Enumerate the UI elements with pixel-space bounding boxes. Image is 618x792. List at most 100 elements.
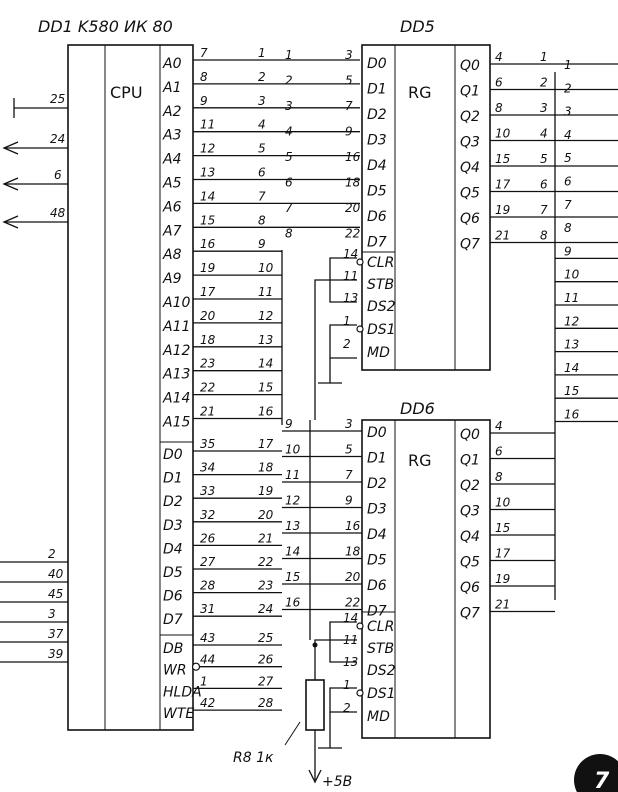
dd5-output-pin-3: 8 <box>495 101 503 115</box>
dd6-control-pin-5: 2 <box>343 701 351 715</box>
right-bus-number-16: 16 <box>564 408 580 422</box>
dd6-input-d6: D6 <box>367 578 387 594</box>
dd5-control-pin-5: 2 <box>343 337 351 351</box>
dd5-input-d0: D0 <box>367 56 387 72</box>
bus-number-23: 23 <box>258 579 273 593</box>
dd6-rg-label: RG <box>408 451 432 470</box>
bus-number-12: 12 <box>258 309 273 323</box>
dd5-input-line-num-5: 5 <box>285 150 293 164</box>
dd6-output-pin-3: 8 <box>495 470 503 484</box>
right-bus-number-14: 14 <box>564 361 579 375</box>
cpu-pin-number-16: 21 <box>200 405 215 419</box>
right-bus-number-8: 8 <box>564 221 572 235</box>
dd5-title: DD5 <box>400 17 435 36</box>
cpu-signal-wte: WTE <box>163 706 194 722</box>
right-bus-number-5: 5 <box>564 151 572 165</box>
pin-48-number: 48 <box>50 206 66 220</box>
cpu-pin-number-18: 34 <box>200 461 215 475</box>
pin-6-arrow-icon <box>2 177 19 191</box>
dd5-output-q3: Q3 <box>460 135 480 151</box>
dd5-output-pin-6: 17 <box>495 178 511 192</box>
pin-6-number: 6 <box>54 168 62 182</box>
dd5-output-pin-4: 10 <box>495 127 511 141</box>
dd5-input-pin-5: 16 <box>345 150 361 164</box>
cpu-signal-d6: D6 <box>163 589 183 605</box>
dd6-input-line-num-3: 11 <box>285 468 300 482</box>
dd6-output-pin-2: 6 <box>495 445 503 459</box>
cpu-signal-a0: A0 <box>162 56 182 72</box>
cpu-left-bottom-pin-1: 2 <box>48 547 56 561</box>
cpu-signal-d1: D1 <box>163 471 183 487</box>
cpu-left-bottom-pin-5: 37 <box>48 627 64 641</box>
cpu-chip: CPU <box>67 44 194 731</box>
right-bus-number-6: 6 <box>564 175 572 189</box>
pin-24-number: 24 <box>50 132 65 146</box>
cpu-outline <box>67 44 194 731</box>
dd5-output-pin-5: 15 <box>495 152 510 166</box>
dd5-clr-inversion-icon <box>356 258 364 266</box>
cpu-signal-a3: A3 <box>162 128 181 144</box>
bus-number-28: 28 <box>258 696 274 710</box>
cpu-pin-number-25: 43 <box>200 631 215 645</box>
dd5-output-q6: Q6 <box>460 211 480 227</box>
dd5-output-line-num-8: 8 <box>540 229 548 243</box>
dd6-output-q7: Q7 <box>460 606 480 622</box>
cpu-signal-db: DB <box>163 641 183 657</box>
pin-24-arrow-icon <box>2 141 19 155</box>
right-bus-number-15: 15 <box>564 384 579 398</box>
dd5-output-pin-1: 4 <box>495 50 503 64</box>
cpu-left-bottom-pin-2: 40 <box>48 567 64 581</box>
dd6-input-line-num-6: 14 <box>285 545 300 559</box>
cpu-signal-d0: D0 <box>163 447 183 463</box>
dd1-title: DD1 K580 ИК 80 <box>38 17 173 36</box>
cpu-pin-number-13: 18 <box>200 333 216 347</box>
bus-number-24: 24 <box>258 602 273 616</box>
dd6-input-line-num-7: 15 <box>285 570 300 584</box>
cpu-signal-d2: D2 <box>163 494 183 510</box>
dd6-control-ds2: DS2 <box>367 663 396 679</box>
supply-label: +5В <box>322 774 352 790</box>
dd5-ds1-md-link <box>329 324 357 359</box>
dd6-input-pin-1: 3 <box>345 417 353 431</box>
right-bus-number-4: 4 <box>564 128 572 142</box>
bus-number-22: 22 <box>258 555 273 569</box>
dd6-control-ds1: DS1 <box>367 686 396 702</box>
cpu-signal-a7: A7 <box>162 223 182 239</box>
right-bus-number-2: 2 <box>564 81 572 95</box>
dd6-output-q2: Q2 <box>460 478 480 494</box>
dd5-input-pin-7: 20 <box>345 201 361 215</box>
bus-number-14: 14 <box>258 357 273 371</box>
cpu-left-bottom-pin-3: 45 <box>48 587 63 601</box>
cpu-left-bottom-pin-4: 3 <box>48 607 56 621</box>
cpu-signal-a5: A5 <box>162 176 182 192</box>
cpu-left-pins: 25 24 6 48 <box>2 92 68 229</box>
cpu-pin-number-2: 8 <box>200 70 208 84</box>
cpu-signal-a9: A9 <box>162 271 182 287</box>
dd6-clr-ds2-link <box>329 621 357 663</box>
dd6-output-q0: Q0 <box>460 427 480 443</box>
bus-number-19: 19 <box>258 484 273 498</box>
cpu-pin-number-6: 13 <box>200 166 215 180</box>
right-bus-number-9: 9 <box>564 244 572 258</box>
dd5-input-line-num-2: 2 <box>285 74 293 88</box>
supply-arrow-icon <box>308 769 322 784</box>
right-bus-number-1: 1 <box>564 58 572 72</box>
bus-number-7: 7 <box>258 189 266 203</box>
bus-number-2: 2 <box>258 70 266 84</box>
dd6-input-d3: D3 <box>367 502 387 518</box>
dd6-output-pin-1: 4 <box>495 419 503 433</box>
cpu-signal-d5: D5 <box>163 565 183 581</box>
dd5-control-ds1: DS1 <box>367 322 396 338</box>
right-bus-number-11: 11 <box>564 291 579 305</box>
dd5-input-line-num-4: 4 <box>285 125 293 139</box>
dd5-input-line-num-6: 6 <box>285 176 293 190</box>
dd5-control-pin-1: 14 <box>343 247 358 261</box>
cpu-signal-a12: A12 <box>162 343 190 359</box>
dd6-input-line-num-5: 13 <box>285 519 300 533</box>
dd5-stb-wire <box>314 279 357 420</box>
dd6-input-pin-3: 7 <box>345 468 353 482</box>
cpu-pin-number-8: 15 <box>200 213 215 227</box>
dd6-clr-inversion-icon <box>356 622 364 630</box>
dd6-ds1-md-link <box>329 687 357 713</box>
dd5-ds1-inversion-icon <box>356 325 364 333</box>
